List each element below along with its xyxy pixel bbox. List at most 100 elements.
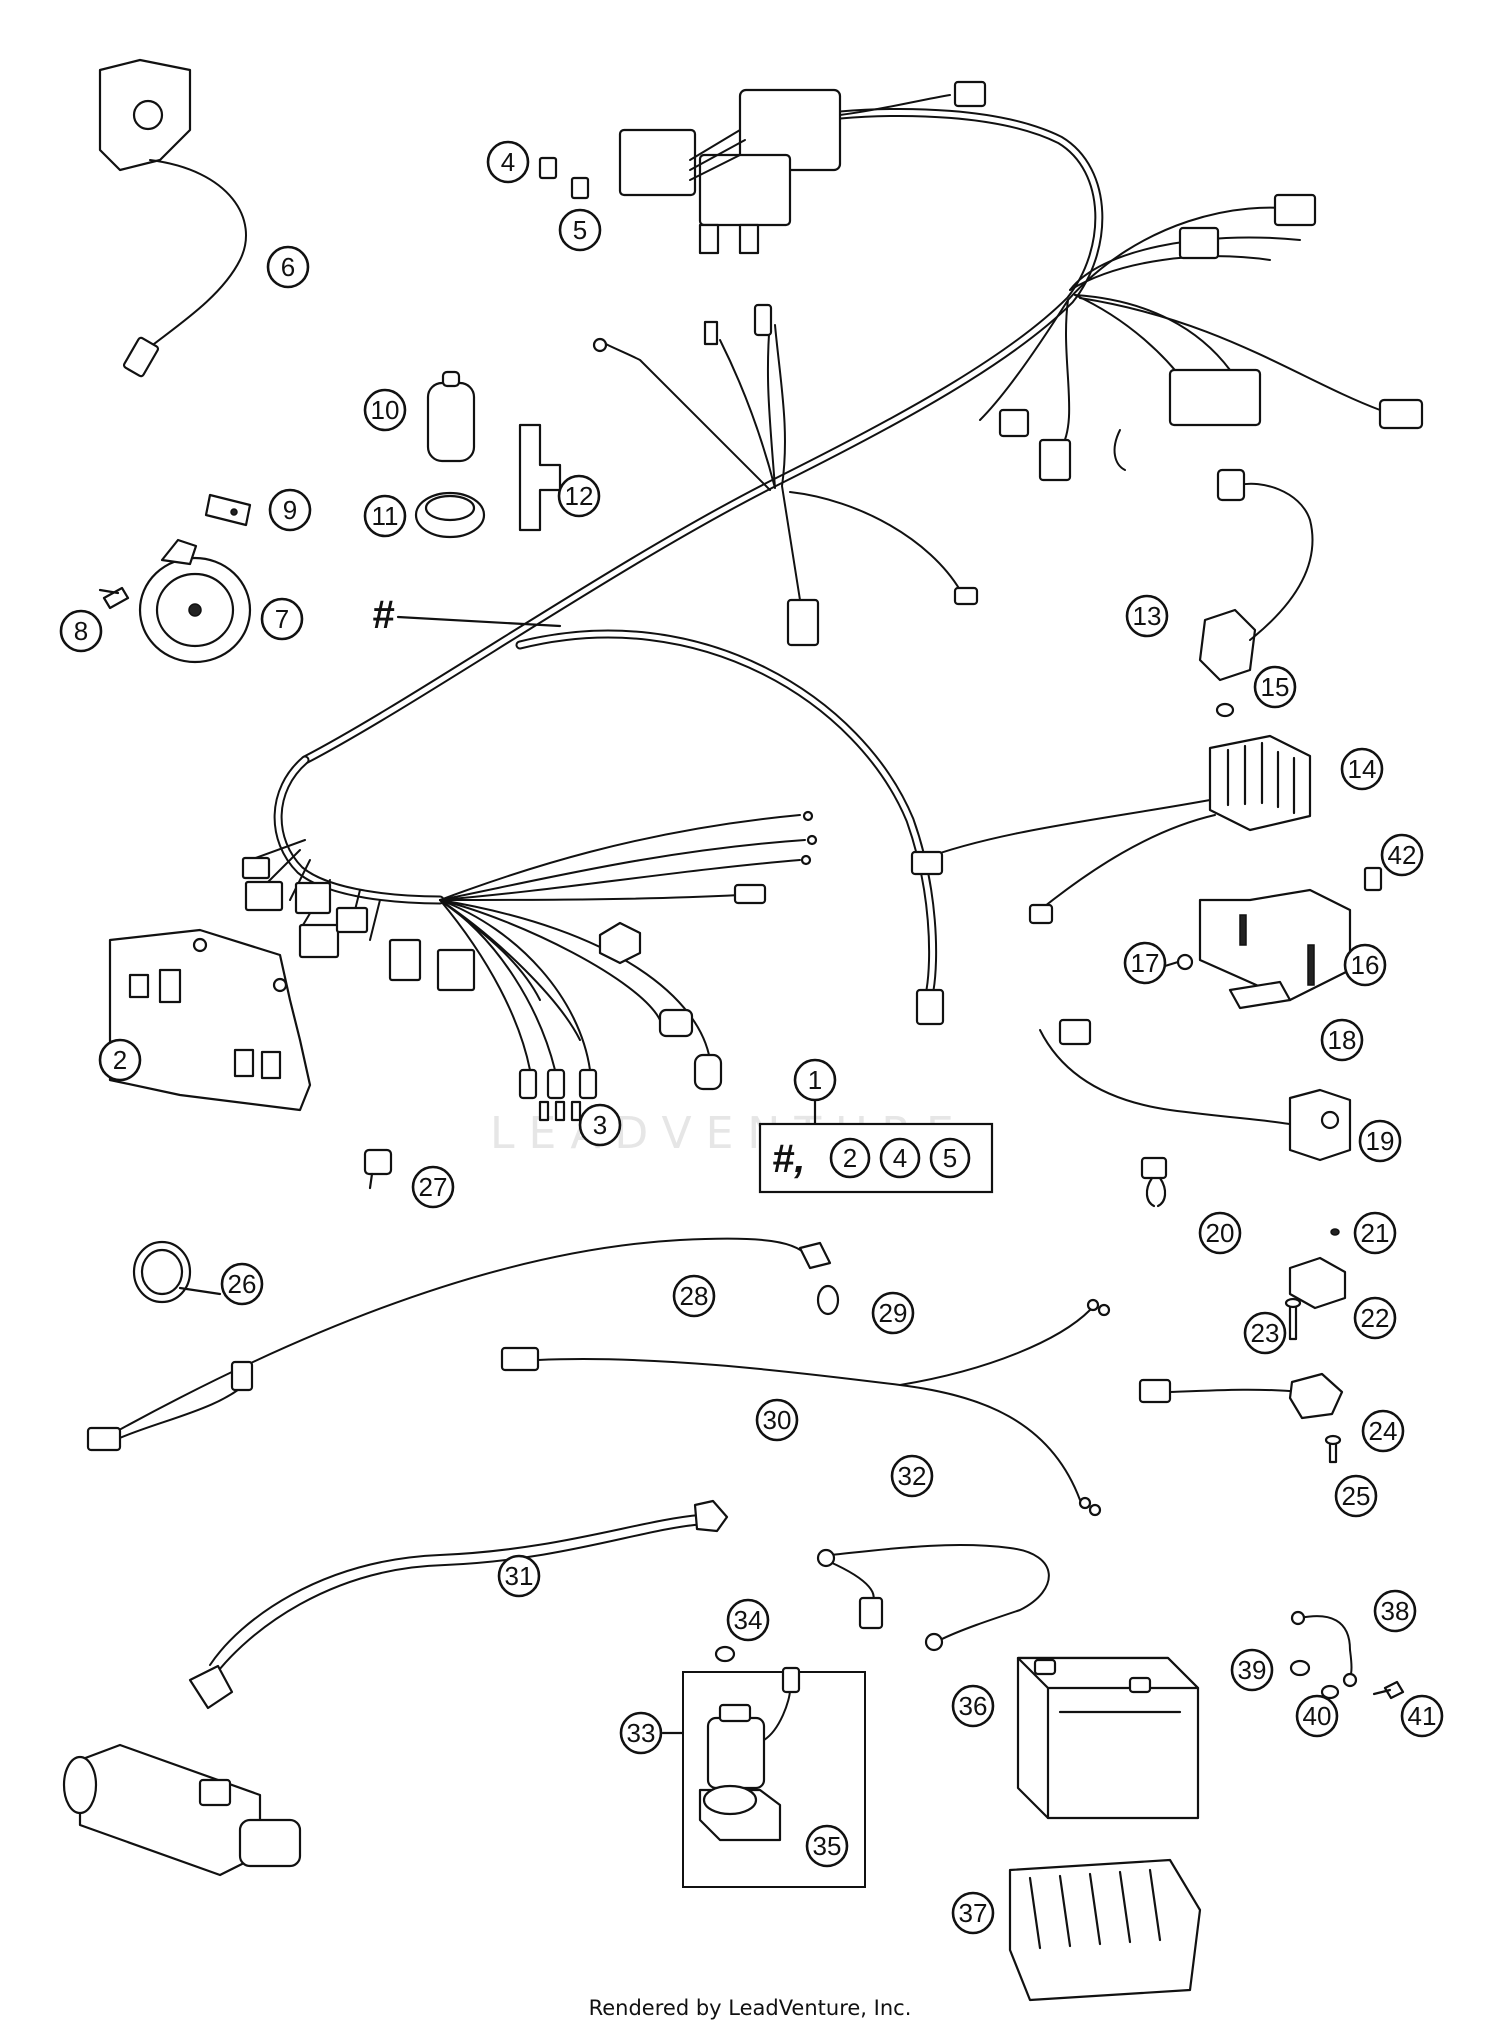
svg-text:39: 39 xyxy=(1238,1655,1267,1685)
bulb-part-29 xyxy=(816,1284,840,1316)
pad-part-18 xyxy=(1228,980,1292,1010)
svg-text:41: 41 xyxy=(1408,1701,1437,1731)
kit-item-2: 2 xyxy=(843,1143,857,1173)
callout-17: 17 xyxy=(1123,941,1167,985)
battery-part-36 xyxy=(1016,1656,1200,1820)
callout-10: 10 xyxy=(363,388,407,432)
callout-42: 42 xyxy=(1380,833,1424,877)
callout-34: 34 xyxy=(726,1598,770,1642)
svg-text:2: 2 xyxy=(113,1045,127,1075)
callout-41: 41 xyxy=(1400,1694,1444,1738)
svg-text:35: 35 xyxy=(813,1831,842,1861)
relay-connector-part-20 xyxy=(1140,1156,1168,1208)
callout-28: 28 xyxy=(672,1274,716,1318)
svg-text:17: 17 xyxy=(1131,948,1160,978)
callout-12: 12 xyxy=(557,474,601,518)
callout-33: 33 xyxy=(619,1711,663,1755)
starter-motor xyxy=(62,1743,302,1877)
sensor-connector-part-13 xyxy=(1198,468,1314,682)
connector-part-27 xyxy=(363,1148,393,1190)
bolt-part-41 xyxy=(1372,1680,1405,1700)
callout-1: 1 xyxy=(793,1058,837,1102)
svg-text:18: 18 xyxy=(1328,1025,1357,1055)
callout-22: 22 xyxy=(1353,1296,1397,1340)
svg-text:25: 25 xyxy=(1342,1481,1371,1511)
condenser-holder-part-11 xyxy=(414,491,486,539)
kit-hash-label: #, xyxy=(772,1137,805,1181)
horn-part-7 xyxy=(138,538,252,664)
svg-text:29: 29 xyxy=(879,1298,908,1328)
svg-text:27: 27 xyxy=(419,1172,448,1202)
callout-23: 23 xyxy=(1243,1311,1287,1355)
callouts: 1 2 3 4 5 6 7 8 9 10 11 12 13 14 15 16 1… xyxy=(59,140,1444,1935)
callout-36: 36 xyxy=(951,1684,995,1728)
callout-25: 25 xyxy=(1334,1474,1378,1518)
callout-7: 7 xyxy=(260,597,304,641)
screw-part-23 xyxy=(1284,1297,1302,1341)
clip-part-42 xyxy=(1363,866,1383,892)
fuses-parts-4-5 xyxy=(538,156,590,200)
callout-20: 20 xyxy=(1198,1211,1242,1255)
nut-part-34 xyxy=(714,1645,736,1663)
callout-24: 24 xyxy=(1361,1409,1405,1453)
svg-text:10: 10 xyxy=(371,395,400,425)
svg-text:9: 9 xyxy=(283,495,297,525)
svg-text:8: 8 xyxy=(74,616,88,646)
cable-tie-part-26 xyxy=(132,1240,222,1304)
screw-part-25 xyxy=(1324,1434,1342,1464)
callout-18: 18 xyxy=(1320,1018,1364,1062)
svg-text:14: 14 xyxy=(1348,754,1377,784)
condenser-bracket-part-12 xyxy=(518,423,562,532)
starter-relay-part-33 xyxy=(706,1666,801,1790)
svg-text:3: 3 xyxy=(593,1110,607,1140)
svg-text:42: 42 xyxy=(1388,840,1417,870)
callout-8: 8 xyxy=(59,609,103,653)
kit-item-5: 5 xyxy=(943,1143,957,1173)
svg-text:38: 38 xyxy=(1381,1596,1410,1626)
callout-5: 5 xyxy=(558,208,602,252)
kit-item-4: 4 xyxy=(893,1143,907,1173)
callout-26: 26 xyxy=(220,1262,264,1306)
sensor-lead-part-24 xyxy=(1138,1372,1344,1420)
svg-text:26: 26 xyxy=(228,1269,257,1299)
washer-part-40 xyxy=(1320,1684,1340,1700)
callout-32: 32 xyxy=(890,1454,934,1498)
battery-cable-part-32 xyxy=(816,1544,1050,1652)
callout-35: 35 xyxy=(805,1824,849,1868)
horn-bracket-part-9 xyxy=(204,493,252,527)
nut-part-15 xyxy=(1215,702,1235,718)
svg-text:28: 28 xyxy=(680,1281,709,1311)
condenser-part-10 xyxy=(426,370,476,463)
relay-holder-part-35 xyxy=(698,1784,782,1842)
callout-39: 39 xyxy=(1230,1648,1274,1692)
nut-part-39 xyxy=(1289,1659,1311,1677)
svg-text:33: 33 xyxy=(627,1718,656,1748)
svg-text:37: 37 xyxy=(959,1898,988,1928)
svg-text:#: # xyxy=(372,593,395,637)
switch-part-19 xyxy=(1039,1018,1352,1162)
ground-cable-part-38 xyxy=(1290,1610,1358,1688)
starter-cable-part-31 xyxy=(188,1499,729,1710)
svg-text:32: 32 xyxy=(898,1461,927,1491)
svg-text:23: 23 xyxy=(1251,1318,1280,1348)
callout-9: 9 xyxy=(268,488,312,532)
callout-30: 30 xyxy=(755,1398,799,1442)
callout-4: 4 xyxy=(486,140,530,184)
svg-text:21: 21 xyxy=(1361,1218,1390,1248)
svg-text:15: 15 xyxy=(1261,672,1290,702)
svg-text:6: 6 xyxy=(281,252,295,282)
callout-29: 29 xyxy=(871,1291,915,1335)
svg-text:30: 30 xyxy=(763,1405,792,1435)
callout-14: 14 xyxy=(1340,747,1384,791)
svg-text:34: 34 xyxy=(734,1605,763,1635)
screw-part-17 xyxy=(1163,953,1194,971)
svg-text:11: 11 xyxy=(372,501,399,531)
washer-part-21 xyxy=(1330,1228,1340,1236)
terminals-part-3 xyxy=(538,1100,582,1122)
battery-box-part-37 xyxy=(1008,1858,1202,2002)
svg-text:7: 7 xyxy=(275,604,289,634)
svg-text:13: 13 xyxy=(1133,601,1162,631)
lead-part-30 xyxy=(500,1298,1111,1517)
callout-13: 13 xyxy=(1125,594,1169,638)
